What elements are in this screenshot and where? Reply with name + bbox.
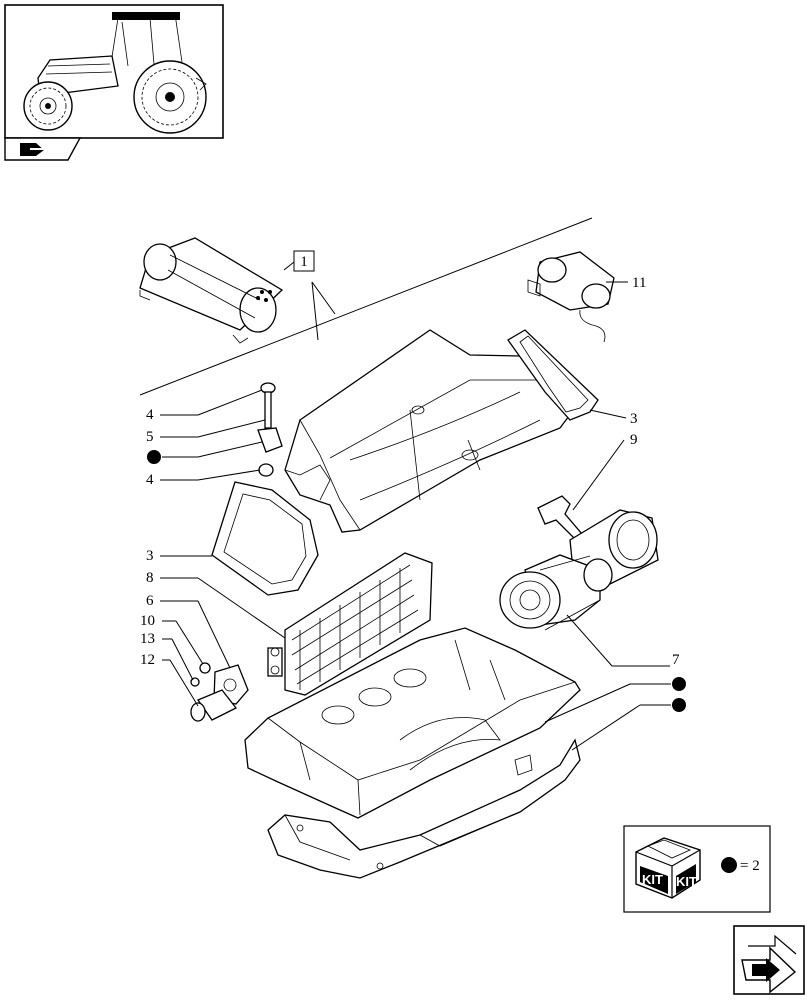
callout-3-left: 3 — [146, 548, 154, 564]
kit-dot-marker-left — [147, 450, 161, 464]
washer-part-10 — [199, 662, 211, 674]
blower-part-7 — [499, 509, 659, 631]
section-divider-line — [139, 217, 593, 396]
callout-12: 12 — [140, 652, 155, 668]
upper-housing-part — [284, 329, 579, 533]
left-callouts: 4 5 4 3 8 6 10 13 12 — [140, 389, 286, 707]
bottom-cover-part — [267, 738, 581, 879]
kit-text-2: KIT — [676, 874, 697, 889]
fitting-part-12 — [190, 689, 237, 722]
kit-dot-marker-right-2 — [672, 698, 686, 712]
callout-group-1: 1 — [283, 250, 336, 341]
tractor-thumbnail[interactable] — [4, 4, 224, 139]
kit-text-1: KIT — [642, 872, 663, 887]
kit-box-icon: KIT KIT — [635, 837, 701, 899]
kit-quantity-text: = 2 — [740, 858, 760, 874]
kit-dot-legend — [721, 857, 737, 873]
group-label-text: 1 — [300, 254, 308, 270]
heater-core-part-8 — [267, 552, 433, 696]
lower-housing-part — [244, 627, 581, 819]
callout-7: 7 — [672, 652, 680, 668]
gasket-part-3-left — [211, 481, 319, 596]
gasket-part-3-upper — [507, 329, 599, 421]
next-page-button[interactable] — [733, 925, 805, 995]
callout-9: 9 — [630, 432, 638, 448]
callout-6: 6 — [146, 593, 154, 609]
screw-part-4-upper — [260, 382, 276, 429]
switch-part-11 — [527, 251, 615, 343]
callout-3-upper: 3 — [630, 411, 638, 427]
book-arrow-icon[interactable] — [4, 137, 82, 161]
bracket-part-9 — [537, 495, 583, 541]
bracket-part-5 — [257, 427, 283, 453]
right-kit-markers — [544, 677, 686, 751]
filter-housing-part — [139, 237, 284, 344]
kit-dot-marker-right-1 — [672, 677, 686, 691]
callout-13: 13 — [140, 631, 155, 647]
kit-legend-box: KIT KIT = 2 — [623, 825, 771, 913]
tractor-thumbnail-icon — [23, 12, 207, 134]
callout-10: 10 — [140, 613, 155, 629]
callout-5: 5 — [146, 429, 154, 445]
next-page-arrow-icon — [741, 934, 797, 994]
grommet-part-4-lower — [258, 463, 274, 477]
callout-8: 8 — [146, 570, 154, 586]
callout-4-upper: 4 — [146, 407, 154, 423]
callout-4-lower: 4 — [146, 472, 154, 488]
callout-11: 11 — [632, 275, 646, 291]
